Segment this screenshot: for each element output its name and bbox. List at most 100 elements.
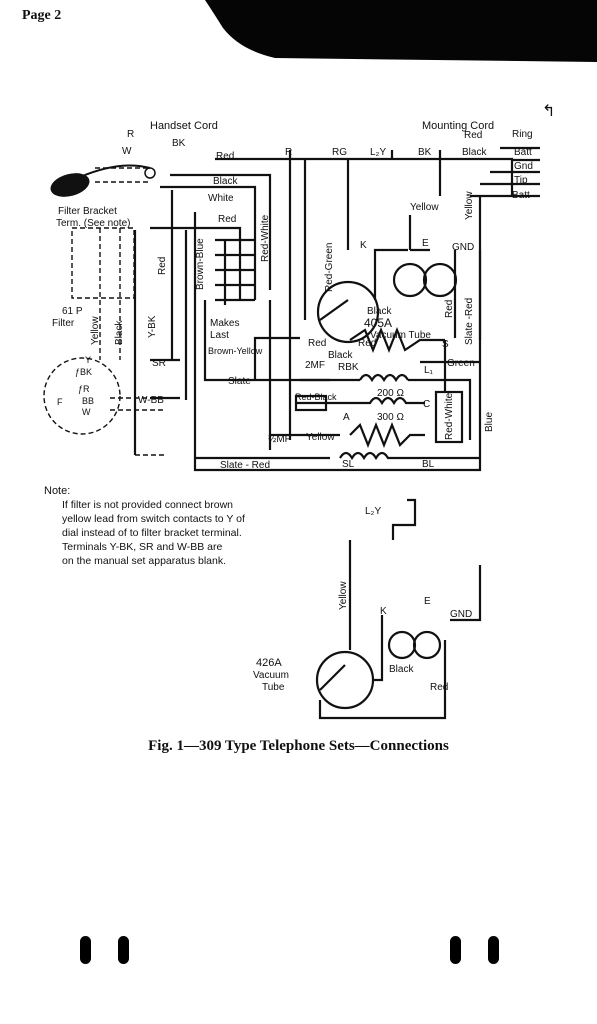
figure-caption: Fig. 1—309 Type Telephone Sets—Connectio… (148, 738, 449, 754)
term-see-note-label: Term. (See note) (56, 218, 130, 229)
wire-red-tube-label: Red (308, 338, 326, 349)
tube-405a-label: 405A (364, 316, 392, 330)
page-corner-shadow (205, 0, 597, 62)
lower-red-label: Red (430, 682, 448, 693)
wire-black-tube-label: Black (367, 306, 392, 317)
page-header: Page 2 (22, 8, 62, 23)
wire-black-center-label: Black (328, 350, 353, 361)
tip-label: Tip (514, 175, 528, 186)
capacitor-2mf-label: 2MF (305, 360, 325, 371)
binder-hole (80, 936, 91, 964)
binder-hole (488, 936, 499, 964)
terminal-bk-label: BK (172, 138, 186, 149)
handset-icon (50, 164, 156, 197)
terminal-k-label: K (360, 240, 367, 251)
wire-red-right-label: Red (444, 300, 455, 318)
terminal-l1-label: L₁ (424, 365, 434, 376)
wire-red-green-label: Red-Green (324, 243, 335, 292)
dial-bk-label: ƒBK (75, 367, 92, 377)
resistance-300-label: 300 Ω (377, 412, 404, 423)
note-line: yellow lead from switch contacts to Y of (62, 513, 245, 525)
note-block: Note: If filter is not provided connect … (44, 484, 304, 568)
terminal-bl-label: BL (422, 459, 435, 470)
wire-blue-label: Blue (484, 412, 495, 432)
note-line: on the manual set apparatus blank. (62, 555, 227, 567)
wire-red-label-2: Red (218, 214, 236, 225)
terminal-a-label: A (343, 412, 350, 423)
wire-slate-red-label: Slate -Red (464, 298, 475, 345)
capacitor-half-mf-label: ½MF (268, 434, 291, 445)
wire-brown-blue-label: Brown-Blue (195, 238, 206, 290)
wire-red-black-label: Red-Black (295, 392, 337, 402)
filter-61p-label: 61 P (62, 306, 83, 317)
mounting-cord-label: Mounting Cord (422, 120, 494, 132)
lower-k-label: K (380, 606, 387, 617)
terminal-r-label: R (127, 129, 134, 140)
wire-brown-yellow-label: Brown-Yellow (208, 346, 263, 356)
note-line: dial instead of to filter bracket termin… (62, 527, 242, 539)
note-line: If filter is not provided connect brown (62, 499, 234, 511)
filter-black-label: Black (114, 320, 125, 345)
wire-yellow-label: Yellow (410, 202, 439, 213)
lower-l2y-label: L₂Y (365, 506, 381, 517)
terminal-w-bb-label: W-BB (138, 395, 164, 406)
makes-label: Makes (210, 318, 239, 329)
wire-red-label: Red (216, 151, 234, 162)
filter-label: Filter (52, 318, 75, 329)
tube-426a-label: 426A (256, 657, 282, 669)
main-wiring (133, 146, 540, 472)
binder-hole (118, 936, 129, 964)
wire-red-left-label: Red (157, 257, 168, 275)
batt-label: Batt (514, 147, 532, 158)
vacuum-tube-label: Vacuum Tube (370, 330, 431, 341)
note-title: Note: (44, 485, 71, 497)
lower-e-label: E (424, 596, 431, 607)
mounting-black-label: Black (462, 147, 487, 158)
dial-f-label: F (57, 397, 63, 407)
terminal-w-label: W (122, 146, 132, 157)
handset-cord-label: Handset Cord (150, 120, 218, 132)
terminal-sl-label: SL (342, 459, 355, 470)
ring-label: Ring (512, 129, 533, 140)
last-label: Last (210, 330, 229, 341)
note-line: Terminals Y-BK, SR and W-BB are (62, 541, 223, 553)
wire-black-label: Black (213, 176, 238, 187)
wire-slate-red-bottom-label: Slate - Red (220, 460, 270, 471)
terminal-s-label: S (442, 339, 449, 350)
terminal-rbk-label: RBK (338, 362, 359, 373)
terminal-e-label: E (422, 238, 429, 249)
lower-yellow-label: Yellow (338, 581, 349, 610)
filter-wiring (43, 167, 165, 456)
mounting-red-label: Red (464, 130, 482, 141)
wire-red-white-label: Red-White (260, 214, 271, 262)
binder-hole (450, 936, 461, 964)
dial-y-label: Y (85, 355, 91, 365)
dial-w-label: W (82, 407, 91, 417)
terminal-sr-label: SR (152, 358, 166, 369)
dial-r-label: ƒR (78, 384, 90, 394)
gnd-label: Gnd (514, 161, 533, 172)
terminal-gnd-label: GND (452, 242, 474, 253)
filter-yellow-label: Yellow (90, 316, 101, 345)
filter-bracket-label: Filter Bracket (58, 206, 117, 217)
batt-label-2: Batt (512, 190, 530, 201)
wire-red-white-box-label: Red-White (444, 392, 455, 440)
wire-yellow-bottom-label: Yellow (306, 432, 335, 443)
lower-gnd-label: GND (450, 609, 472, 620)
terminal-c-label: C (423, 399, 430, 410)
terminal-l2y-label: L₂Y (370, 147, 386, 158)
lower-wiring (315, 498, 482, 720)
wire-white-label: White (208, 193, 234, 204)
terminal-rg-label: RG (332, 147, 347, 158)
tube-tube-label: Tube (262, 682, 285, 693)
wire-slate-label: Slate (228, 376, 251, 387)
terminal-bk-top-label: BK (418, 147, 432, 158)
wire-green-label: Green (447, 358, 475, 369)
wire-red-center-label: Red (358, 338, 376, 349)
terminal-r-top-label: R (285, 147, 292, 158)
lower-black-label: Black (389, 664, 414, 675)
tube-vacuum-label: Vacuum (253, 670, 289, 681)
reference-mark: ↰ (542, 103, 555, 120)
resistance-200-label: 200 Ω (377, 388, 404, 399)
